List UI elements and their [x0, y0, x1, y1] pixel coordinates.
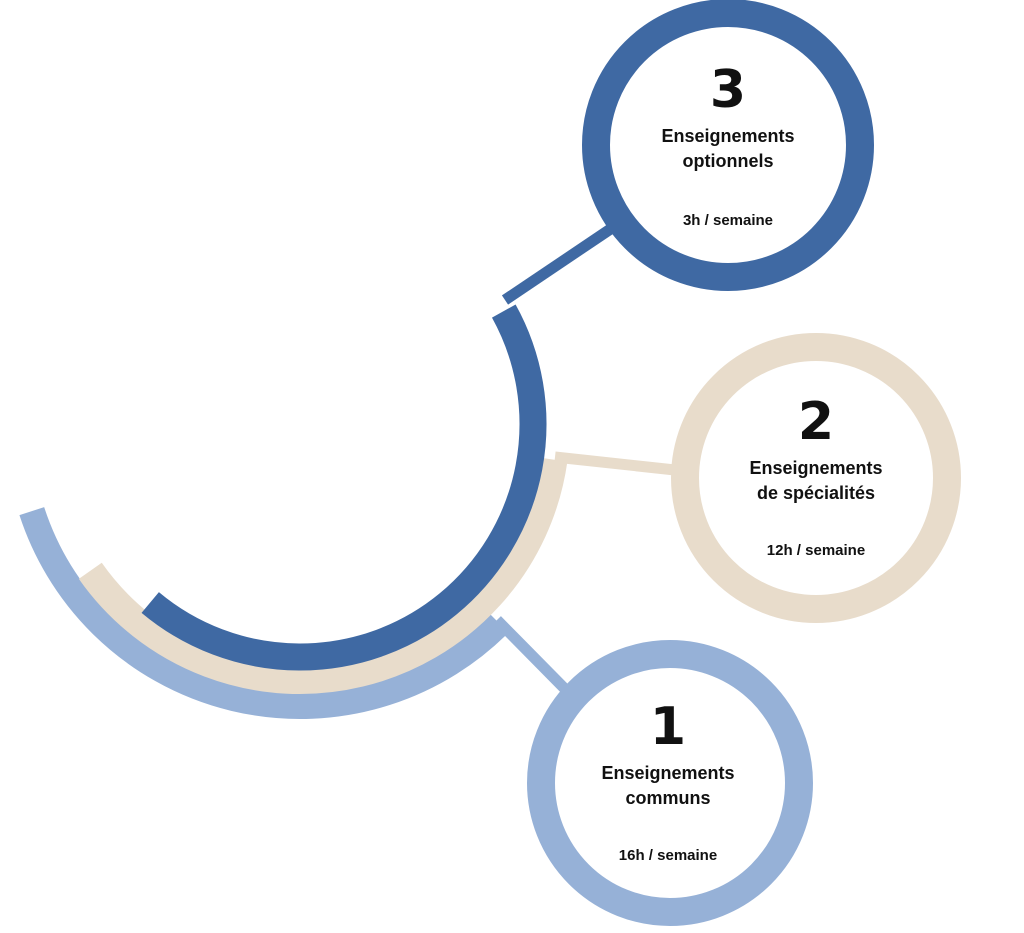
card-title-line2: optionnels	[682, 151, 774, 171]
card-number: 2	[797, 392, 835, 452]
arc-optionnels	[141, 304, 547, 671]
circle-communs	[527, 640, 813, 926]
connector-optionnels	[501, 223, 616, 305]
card-number: 1	[649, 697, 687, 757]
card-title-line1: Enseignements	[601, 763, 735, 783]
card-hours: 3h / semaine	[682, 212, 774, 229]
card-title-line1: Enseignements	[661, 126, 795, 146]
circle-specialites	[671, 333, 961, 623]
card-title-line2: communs	[625, 788, 711, 808]
card-title-line1: Enseignements	[749, 458, 883, 478]
card-hours: 16h / semaine	[618, 847, 718, 864]
arc-specialites	[78, 457, 568, 694]
connector-specialites	[554, 451, 676, 476]
circle-optionnels	[582, 0, 874, 291]
card-hours: 12h / semaine	[766, 542, 866, 559]
connector-communs	[493, 616, 570, 694]
arc-communs	[19, 507, 509, 719]
card-title-line2: de spécialités	[756, 483, 876, 503]
card-number: 3	[709, 60, 747, 120]
